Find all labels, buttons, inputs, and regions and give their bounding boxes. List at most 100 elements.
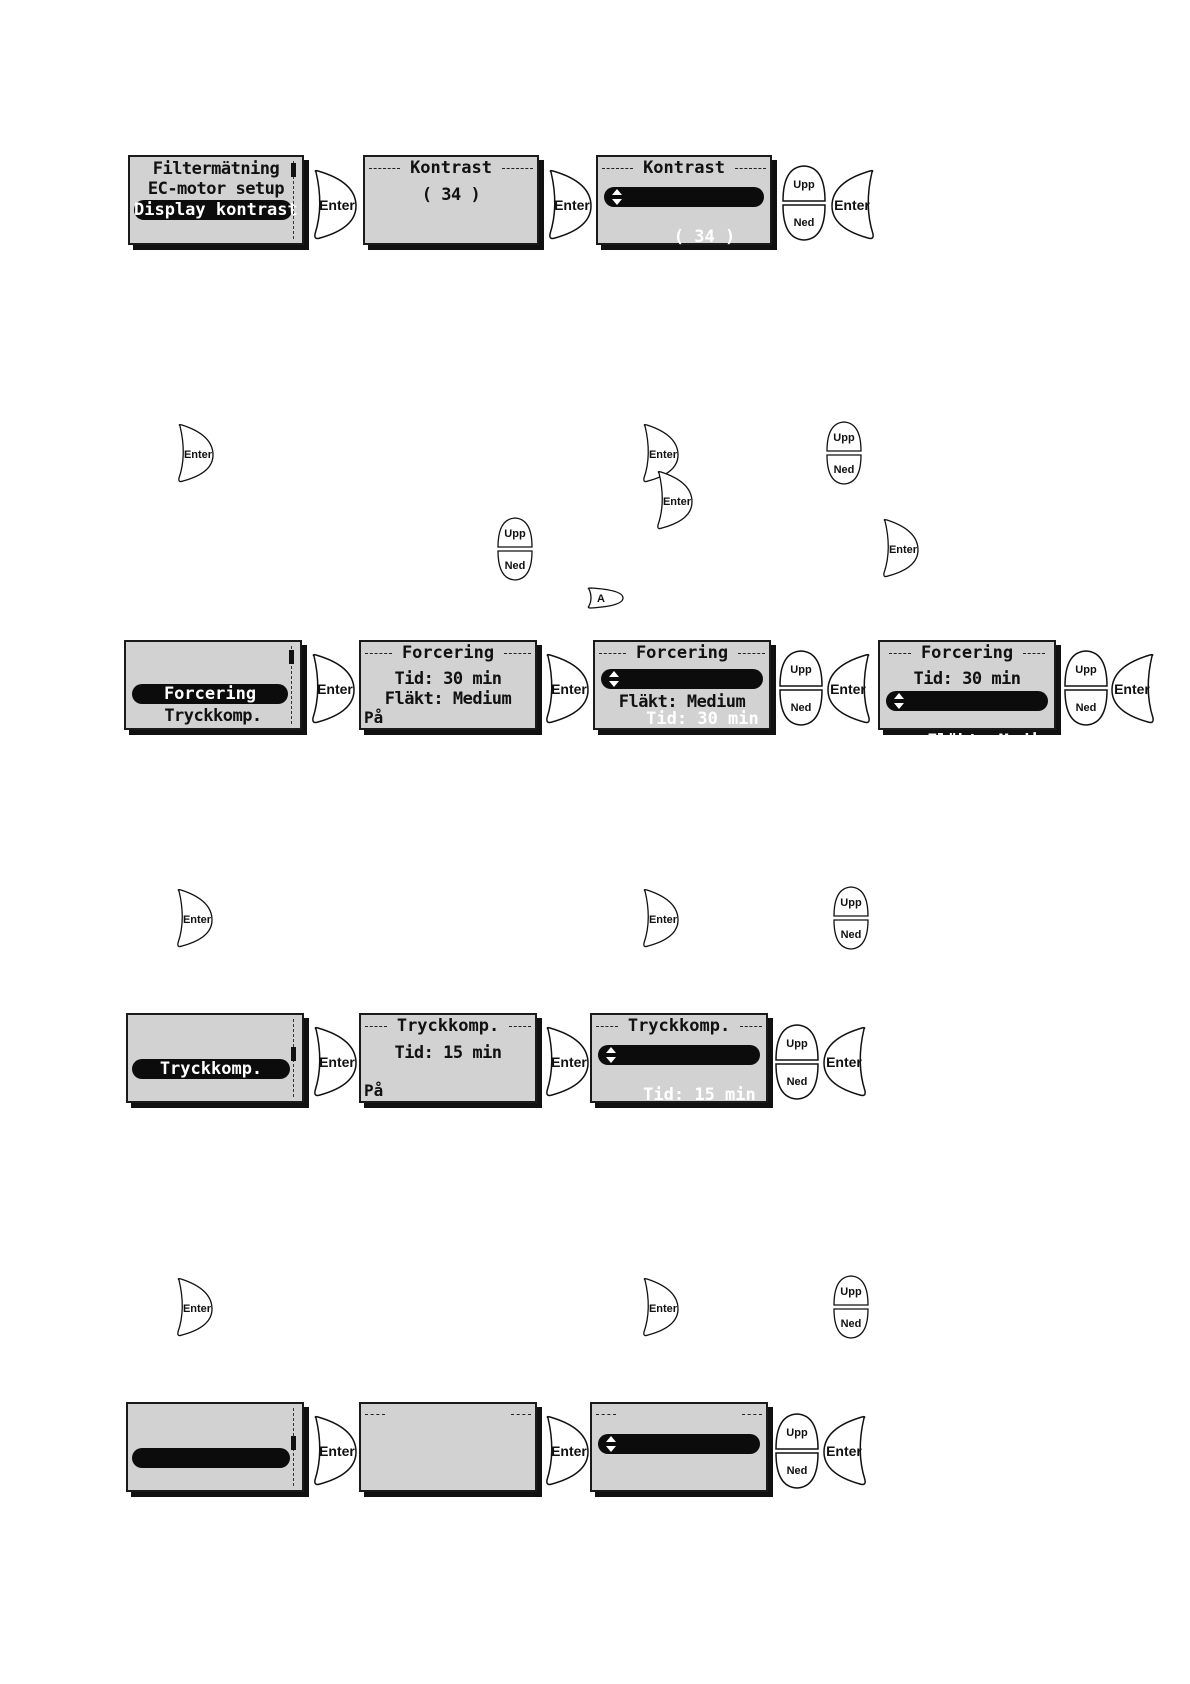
menu-item-forcering: Forcering — [132, 684, 288, 704]
svg-text:Enter: Enter — [184, 449, 213, 461]
svg-text:Enter: Enter — [551, 1054, 587, 1070]
up-down-buttons[interactable]: Upp Ned — [1062, 648, 1110, 728]
title-dash-left — [596, 1414, 616, 1415]
up-down-arrows-icon — [894, 693, 904, 709]
contrast-edit-title: Kontrast — [598, 158, 770, 178]
scrollbar-knob — [289, 650, 294, 664]
svg-text:Ned: Ned — [841, 1318, 862, 1330]
contrast-value: ( 34 ) — [421, 185, 481, 205]
svg-text:Ned: Ned — [1076, 702, 1097, 714]
svg-text:Enter: Enter — [183, 1303, 212, 1315]
enter-button[interactable]: Enter — [310, 1414, 358, 1486]
svg-text:Enter: Enter — [551, 1443, 587, 1459]
tryckkomp-edit-time: Tid: 15 min — [598, 1045, 760, 1105]
svg-text:Upp: Upp — [833, 432, 855, 444]
enter-button[interactable]: Enter — [880, 518, 920, 578]
svg-text:Enter: Enter — [826, 1054, 862, 1070]
svg-text:Enter: Enter — [663, 496, 692, 508]
svg-text:Upp: Upp — [504, 528, 526, 540]
svg-text:Enter: Enter — [826, 1443, 862, 1459]
up-down-buttons[interactable]: Upp Ned — [495, 516, 535, 582]
menu-item-tryckkomp-selected: Tryckkomp. — [132, 1059, 290, 1079]
forcering-edit2-fan: Fläkt: Medium — [886, 691, 1060, 751]
enter-button[interactable]: Enter — [310, 168, 358, 240]
enter-button[interactable]: Enter — [542, 652, 590, 724]
up-down-buttons[interactable]: Upp Ned — [777, 648, 825, 728]
up-down-buttons[interactable]: Upp Ned — [773, 1022, 821, 1102]
enter-button[interactable]: Enter — [174, 1277, 214, 1337]
svg-text:Ned: Ned — [791, 702, 812, 714]
forcering-edit-fan: Fläkt: Medium — [618, 692, 746, 712]
svg-text:Enter: Enter — [889, 544, 918, 556]
up-down-buttons[interactable]: Upp Ned — [831, 885, 871, 951]
svg-text:Enter: Enter — [183, 914, 212, 926]
enter-button[interactable]: Enter — [308, 652, 356, 724]
menu-item-filtermatning: Filtermätning — [152, 159, 280, 179]
svg-text:A: A — [597, 593, 605, 605]
contrast-screen: Kontrast ( 34 ) — [363, 155, 539, 245]
menu-item-tryckkomp: Tryckkomp. — [164, 706, 262, 726]
svg-text:Enter: Enter — [834, 197, 870, 213]
enter-button[interactable]: Enter — [640, 1277, 680, 1337]
tryckkomp-edit-screen: Tryckkomp. Tid: 15 min — [590, 1013, 768, 1105]
enter-button[interactable]: Enter — [826, 652, 874, 724]
enter-button[interactable]: Enter — [640, 888, 680, 948]
forcering-fan: Fläkt: Medium — [384, 689, 512, 709]
enter-button[interactable]: Enter — [310, 1025, 358, 1097]
scrollbar-knob — [291, 163, 296, 177]
blank-edit-value — [598, 1434, 760, 1454]
forcering-time: Tid: 30 min — [394, 669, 502, 689]
svg-text:Enter: Enter — [649, 914, 678, 926]
contrast-edit-value: ( 34 ) — [604, 187, 764, 247]
enter-button[interactable]: Enter — [654, 470, 694, 530]
up-down-buttons[interactable]: Upp Ned — [780, 163, 828, 243]
a-button[interactable]: A — [585, 586, 625, 610]
tryckkomp-screen: Tryckkomp. Tid: 15 min På — [359, 1013, 537, 1103]
forcering-edit2-title: Forcering — [880, 643, 1054, 663]
menu-screen-forcering: Forcering Tryckkomp. — [124, 640, 302, 730]
tryckkomp-status: På — [364, 1081, 384, 1100]
title-dash-right — [511, 1414, 531, 1415]
tryckkomp-edit-title: Tryckkomp. — [592, 1016, 766, 1036]
svg-text:Enter: Enter — [317, 681, 353, 697]
forcering-status: På — [364, 708, 384, 727]
svg-text:Enter: Enter — [319, 1443, 355, 1459]
up-down-arrows-icon — [612, 189, 622, 205]
enter-button[interactable]: Enter — [640, 423, 680, 483]
enter-button[interactable]: Enter — [830, 168, 878, 240]
enter-button[interactable]: Enter — [1110, 652, 1158, 724]
svg-text:Enter: Enter — [649, 1303, 678, 1315]
menu-item-display-kontrast: Display kontrast — [134, 200, 298, 220]
scrollbar — [291, 646, 292, 724]
enter-button[interactable]: Enter — [175, 423, 215, 483]
up-down-buttons[interactable]: Upp Ned — [824, 420, 864, 486]
svg-text:Upp: Upp — [1075, 664, 1097, 676]
up-down-arrows-icon — [606, 1436, 616, 1452]
svg-text:Ned: Ned — [834, 464, 855, 476]
enter-button[interactable]: Enter — [542, 1414, 590, 1486]
svg-text:Upp: Upp — [840, 897, 862, 909]
menu-screen-blank — [126, 1402, 304, 1492]
blank-edit-screen — [590, 1402, 768, 1492]
svg-text:Enter: Enter — [830, 681, 866, 697]
tryckkomp-time: Tid: 15 min — [394, 1043, 502, 1063]
svg-text:Ned: Ned — [794, 217, 815, 229]
forcering-title: Forcering — [361, 643, 535, 663]
scrollbar — [293, 161, 294, 239]
enter-button[interactable]: Enter — [174, 888, 214, 948]
tryckkomp-title: Tryckkomp. — [361, 1016, 535, 1036]
enter-button[interactable]: Enter — [542, 1025, 590, 1097]
svg-text:Enter: Enter — [319, 197, 355, 213]
enter-button[interactable]: Enter — [822, 1025, 870, 1097]
enter-button[interactable]: Enter — [822, 1414, 870, 1486]
svg-text:Enter: Enter — [551, 681, 587, 697]
forcering-edit-fan-screen: Forcering Tid: 30 min Fläkt: Medium — [878, 640, 1060, 751]
up-down-buttons[interactable]: Upp Ned — [773, 1411, 821, 1491]
up-down-buttons[interactable]: Upp Ned — [831, 1274, 871, 1340]
svg-text:Enter: Enter — [649, 449, 678, 461]
svg-text:Upp: Upp — [790, 664, 812, 676]
forcering-edit-time-screen: Forcering Tid: 30 min Fläkt: Medium — [593, 640, 771, 730]
menu-item-ec-motor: EC-motor setup — [147, 179, 285, 199]
enter-button[interactable]: Enter — [545, 168, 593, 240]
svg-text:Ned: Ned — [505, 560, 526, 572]
